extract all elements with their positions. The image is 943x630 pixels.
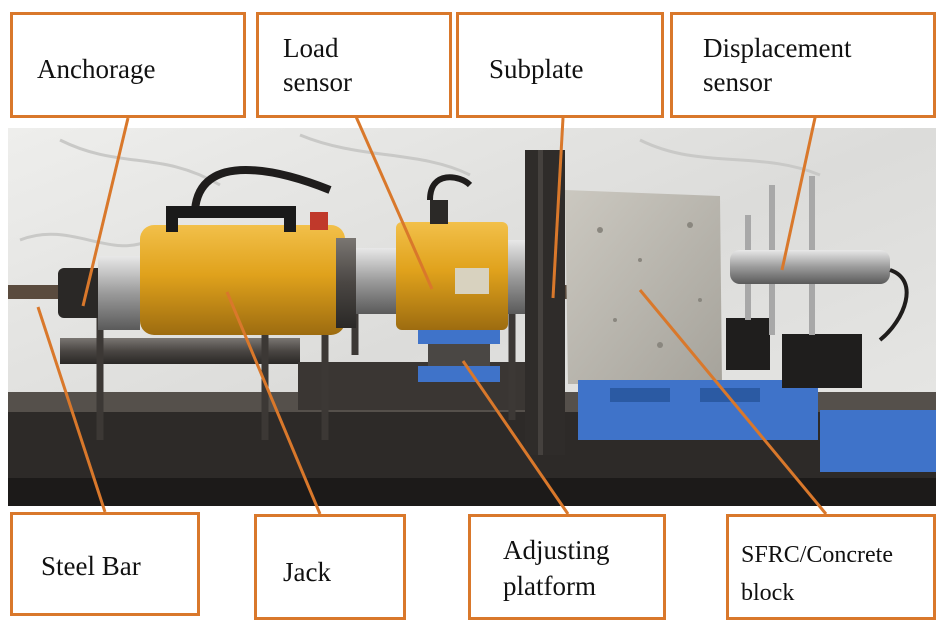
label-anchorage: Anchorage <box>10 12 246 118</box>
label-jack: Jack <box>254 514 406 620</box>
label-sfrc-concrete-block-line2: block <box>741 580 795 606</box>
jack <box>140 225 345 335</box>
magnetic-base <box>726 318 770 370</box>
label-adjusting-platform-line2: platform <box>503 571 596 601</box>
label-adjusting-platform: Adjusting platform <box>468 514 666 620</box>
label-anchorage-text: Anchorage <box>37 54 156 84</box>
displacement-sensor <box>730 250 890 284</box>
label-load-sensor-line2: sensor <box>283 67 352 97</box>
label-sfrc-concrete-block-line1: SFRC/Concrete <box>741 542 894 568</box>
label-steel-bar-text: Steel Bar <box>41 551 141 581</box>
label-steel-bar: Steel Bar <box>10 512 200 616</box>
anchorage <box>58 268 106 318</box>
label-subplate: Subplate <box>456 12 664 118</box>
load-sensor <box>396 222 508 330</box>
label-jack-text: Jack <box>283 557 331 587</box>
label-subplate-text: Subplate <box>489 54 584 84</box>
callout-lines <box>36 102 828 515</box>
label-load-sensor: Load sensor <box>256 12 452 118</box>
label-displacement-sensor-line1: Displacement <box>703 33 852 63</box>
label-load-sensor-line1: Load <box>283 33 339 63</box>
label-sfrc-concrete-block: SFRC/Concrete block <box>726 514 936 620</box>
label-displacement-sensor: Displacement sensor <box>670 12 936 118</box>
adjusting-platform <box>418 330 500 344</box>
sfrc-concrete-block <box>565 190 722 384</box>
magnetic-base <box>782 334 862 388</box>
label-displacement-sensor-line2: sensor <box>703 67 772 97</box>
label-adjusting-platform-line1: Adjusting <box>503 535 610 565</box>
